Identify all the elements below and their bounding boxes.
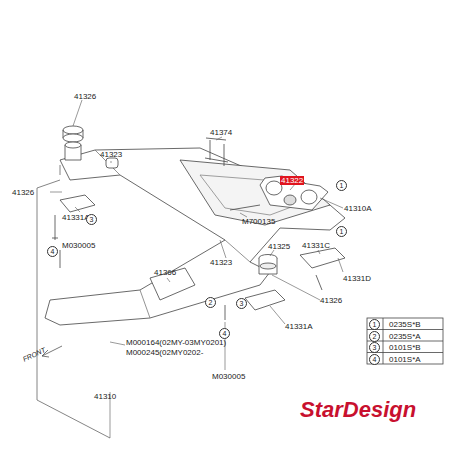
part-number: 41331A: [285, 322, 313, 331]
bolt-number: M030005: [62, 241, 95, 250]
callout-number: 2: [369, 331, 380, 342]
fastener-code: 0101S*B: [389, 343, 421, 352]
fastener-code: 0235S*B: [389, 320, 421, 329]
part-number: M700135: [242, 217, 275, 226]
part-number: 41325: [268, 242, 290, 251]
watermark-logo: StarDesign: [300, 398, 416, 422]
callout-number: 2: [205, 297, 216, 308]
callout-number: 4: [47, 246, 58, 257]
fastener-code: 0101S*A: [389, 355, 421, 364]
callout-number: 4: [369, 354, 380, 365]
callout-number: 3: [369, 342, 380, 353]
part-number: 41310A: [344, 204, 372, 213]
callout-number: 3: [236, 298, 247, 309]
part-number: 41374: [210, 128, 232, 137]
bolt-number: M030005: [212, 372, 245, 381]
callout-number: 1: [336, 226, 347, 237]
highlighted-part-number: 41322: [280, 176, 304, 185]
bolt-number: M000164(02MY-03MY0201): [126, 338, 226, 347]
part-number: 41326: [74, 92, 96, 101]
fastener-code: 0235S*A: [389, 332, 421, 341]
part-number: 41326: [12, 188, 34, 197]
callout-number: 1: [369, 319, 380, 330]
part-number: 41310: [94, 392, 116, 401]
part-number: 41323: [100, 150, 122, 159]
bolt-number: M000245(02MY0202-: [126, 348, 203, 357]
part-number: 41331C: [302, 241, 330, 250]
part-number: 41366: [154, 268, 176, 277]
callout-number: 3: [86, 214, 97, 225]
callout-number: 4: [219, 328, 230, 339]
callout-number: 1: [336, 180, 347, 191]
part-number: 41331D: [343, 274, 371, 283]
part-number: 41323: [210, 258, 232, 267]
front-indicator: FRONT: [21, 345, 47, 363]
part-number: 41326: [320, 296, 342, 305]
